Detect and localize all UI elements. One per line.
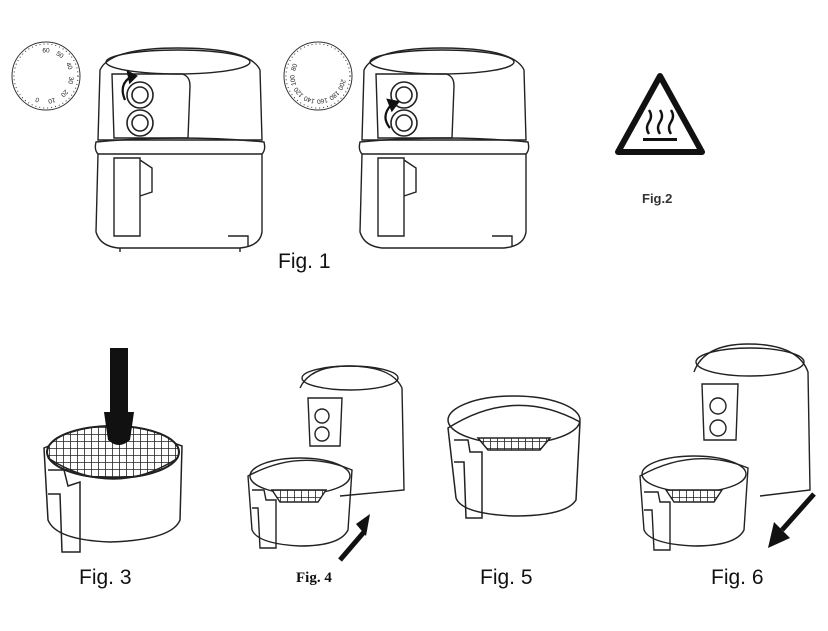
timer-dial bbox=[11, 41, 81, 111]
basket-with-grill bbox=[43, 425, 183, 553]
fig1-caption: Fig. 1 bbox=[278, 250, 331, 273]
rotate-arrow-icon bbox=[384, 98, 400, 129]
rotate-arrow-icon bbox=[121, 70, 138, 101]
air-fryer-timer-view bbox=[94, 47, 266, 252]
timer-dial-tick-0: 0 bbox=[34, 95, 40, 103]
pull-out-arrow-icon bbox=[768, 492, 816, 548]
temp-dial-tick-80: 80 bbox=[290, 63, 299, 73]
temp-dial bbox=[283, 41, 353, 111]
basket-fig5 bbox=[447, 395, 581, 519]
temp-dial-tick-120: 120 bbox=[293, 85, 306, 98]
timer-dial-tick-20: 20 bbox=[59, 88, 69, 98]
fig3-caption: Fig. 3 bbox=[79, 566, 132, 589]
air-fryer-body-fig4 bbox=[299, 365, 405, 497]
timer-dial-tick-40: 40 bbox=[64, 61, 73, 71]
air-fryer-body-fig6 bbox=[693, 343, 811, 497]
knob-temperature bbox=[390, 81, 418, 137]
temp-dial-tick-180: 180 bbox=[327, 89, 340, 102]
temp-dial-tick-100: 100 bbox=[289, 74, 298, 86]
temp-dial-tick-140: 140 bbox=[303, 94, 316, 104]
hot-surface-warning-icon bbox=[615, 73, 705, 155]
basket-fig6 bbox=[639, 455, 749, 551]
fig6-caption: Fig. 6 bbox=[711, 566, 764, 589]
fig5-caption: Fig. 5 bbox=[480, 566, 533, 589]
air-fryer-temp-view bbox=[358, 47, 530, 249]
temp-dial-tick-200: 200 bbox=[336, 78, 346, 91]
timer-dial-tick-10: 10 bbox=[47, 96, 56, 105]
fig4-caption: Fig. 4 bbox=[296, 570, 332, 586]
basket-fig4 bbox=[247, 457, 353, 549]
timer-dial-tick-60: 60 bbox=[42, 48, 50, 55]
fig2-caption: Fig.2 bbox=[642, 191, 673, 206]
push-in-arrow-icon bbox=[338, 514, 370, 562]
timer-dial-tick-30: 30 bbox=[66, 76, 74, 85]
timer-dial-tick-50: 50 bbox=[55, 50, 65, 60]
cleaning-brush bbox=[104, 348, 134, 445]
knob-timer bbox=[126, 81, 154, 137]
temp-dial-tick-160: 160 bbox=[316, 96, 328, 105]
